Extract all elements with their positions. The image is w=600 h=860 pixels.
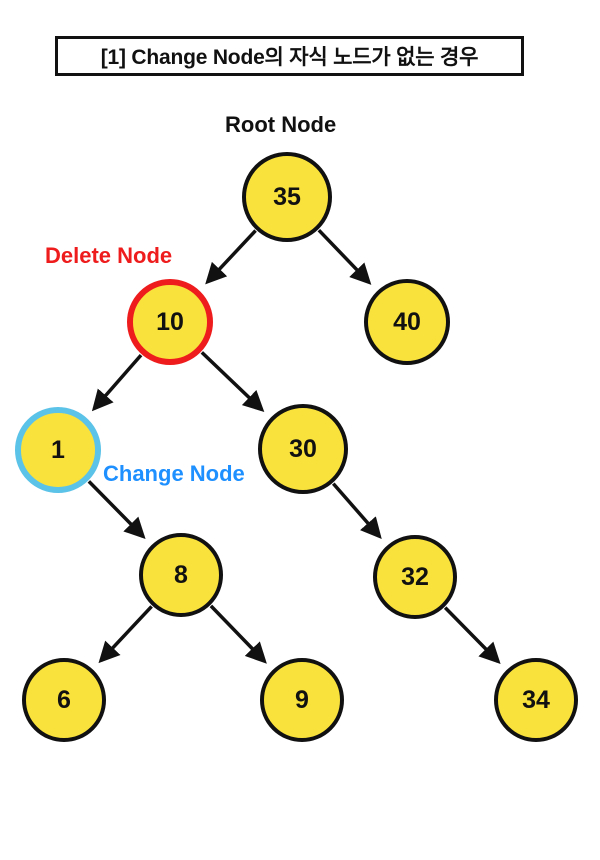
tree-edge-32-to-34 bbox=[443, 606, 501, 664]
tree-node-40[interactable]: 40 bbox=[364, 279, 450, 365]
tree-edge-1-to-8 bbox=[87, 480, 146, 540]
change-node-label: Change Node bbox=[103, 461, 245, 486]
tree-edge-35-to-10 bbox=[205, 229, 257, 285]
tree-node-1[interactable]: 1 bbox=[15, 407, 101, 493]
tree-node-label: 30 bbox=[289, 434, 317, 463]
tree-node-35[interactable]: 35 bbox=[242, 152, 332, 242]
tree-node-10[interactable]: 10 bbox=[127, 279, 213, 365]
tree-edge-10-to-30 bbox=[200, 351, 265, 413]
tree-node-30[interactable]: 30 bbox=[258, 404, 348, 494]
tree-edge-10-to-1 bbox=[91, 353, 143, 412]
tree-node-9[interactable]: 9 bbox=[260, 658, 344, 742]
tree-node-label: 8 bbox=[174, 560, 188, 589]
delete-node-label: Delete Node bbox=[45, 243, 173, 268]
tree-node-label: 9 bbox=[295, 685, 309, 714]
tree-node-6[interactable]: 6 bbox=[22, 658, 106, 742]
tree-node-label: 32 bbox=[401, 562, 429, 591]
page-title: [1] Change Node의 자식 노드가 없는 경우 bbox=[100, 46, 479, 69]
tree-node-34[interactable]: 34 bbox=[494, 658, 578, 742]
tree-node-label: 10 bbox=[156, 307, 184, 336]
tree-edge-8-to-9 bbox=[209, 604, 267, 664]
root-node-label: Root Node bbox=[225, 112, 337, 137]
tree-node-label: 1 bbox=[51, 435, 65, 464]
tree-node-label: 34 bbox=[522, 685, 550, 714]
tree-node-label: 6 bbox=[57, 685, 71, 714]
tree-edge-30-to-32 bbox=[331, 482, 382, 539]
tree-node-label: 40 bbox=[393, 307, 421, 336]
diagram-title-box: [1] Change Node의 자식 노드가 없는 경우 bbox=[55, 36, 524, 76]
tree-edge-8-to-6 bbox=[98, 605, 153, 664]
tree-node-label: 35 bbox=[273, 182, 301, 211]
tree-edge-35-to-40 bbox=[317, 228, 372, 285]
tree-node-8[interactable]: 8 bbox=[139, 533, 223, 617]
tree-node-32[interactable]: 32 bbox=[373, 535, 457, 619]
